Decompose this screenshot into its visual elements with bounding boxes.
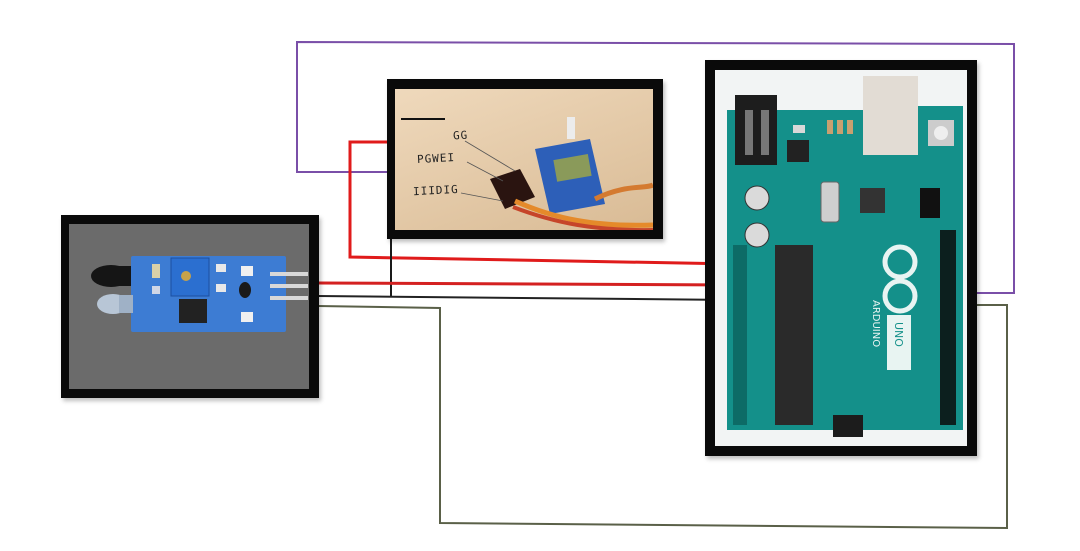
arduino-board: ARDUINO UNO <box>727 76 963 437</box>
arduino-brand-text: ARDUINO <box>870 300 881 347</box>
arduino-frame: ARDUINO UNO <box>705 60 977 456</box>
pin-vcc <box>270 272 308 276</box>
wire-sensor-vcc-red <box>317 281 736 287</box>
icsp-header <box>920 188 940 218</box>
uno-model-text: UNO <box>892 322 905 347</box>
power-jack <box>735 95 777 165</box>
arduino-panel: ARDUINO UNO <box>715 70 967 446</box>
wire-sensor-gnd-black <box>317 295 736 301</box>
servo-label-signal: IIIDIG <box>412 182 460 199</box>
wire-sensor-out-olive <box>317 304 1008 530</box>
servo-panel: GG PGWEI IIIDIG <box>395 89 653 230</box>
ir-sensor-frame <box>61 215 319 398</box>
atmega-chip <box>775 245 813 425</box>
servo-frame: GG PGWEI IIIDIG <box>387 79 663 239</box>
usb-chip <box>860 188 885 213</box>
servo-illustration <box>401 117 653 230</box>
status-led <box>241 266 253 276</box>
arduino-logo <box>882 244 918 314</box>
servo-connector <box>490 169 535 209</box>
crystal <box>820 181 840 223</box>
servo-horn <box>567 117 575 139</box>
pin-gnd <box>270 284 308 288</box>
ir-sensor-module <box>91 256 308 332</box>
power-led <box>241 312 253 322</box>
capacitor-2 <box>744 222 770 248</box>
pin-out <box>270 296 308 300</box>
servo-label-power: PGWEI <box>416 151 456 166</box>
capacitor-1 <box>744 185 770 211</box>
usb-port <box>863 76 918 156</box>
ir-sensor-panel <box>69 224 309 389</box>
digital-header <box>940 230 956 425</box>
comparator-chip <box>179 299 207 323</box>
wire-servo-power-red <box>348 140 736 266</box>
servo-label-ground: GG <box>452 128 469 143</box>
wire-servo-signal-purple <box>296 40 1015 294</box>
